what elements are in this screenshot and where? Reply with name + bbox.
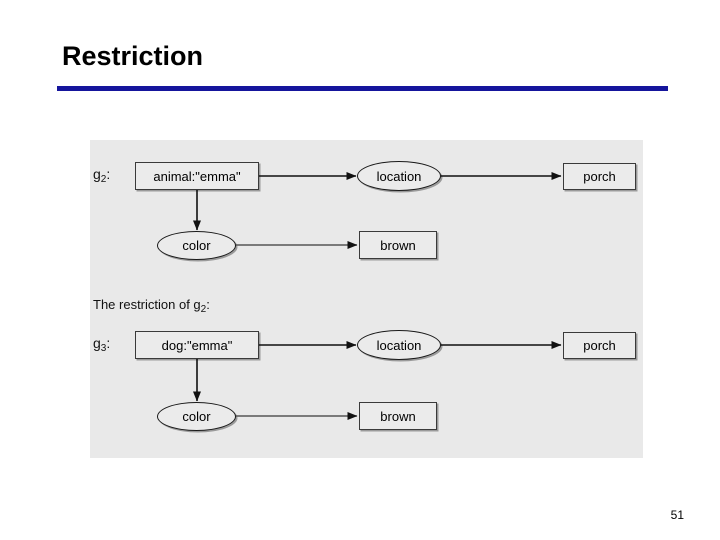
caption-subscript: 2 [200,304,207,315]
node-g3-subject[interactable]: dog:"emma" [135,331,259,359]
node-g2-brown[interactable]: brown [359,231,437,259]
graph-label-g2: g2: [93,166,110,185]
graph-label-g3: g3: [93,335,110,354]
node-g3-color[interactable]: color [157,402,236,431]
node-g3-location[interactable]: location [357,330,441,360]
caption-prefix: The restriction of g [93,297,201,312]
node-label: animal:"emma" [153,168,241,184]
graph-label-letter: g [93,335,101,351]
title-underline-rule [57,86,668,91]
node-g3-brown[interactable]: brown [359,402,437,430]
restriction-caption: The restriction of g2: [93,297,210,315]
node-label: porch [583,169,616,184]
node-g2-subject[interactable]: animal:"emma" [135,162,259,190]
node-label: location [376,337,422,353]
graph-label-suffix: : [106,335,111,351]
node-g3-porch[interactable]: porch [563,332,636,359]
node-g2-color[interactable]: color [157,231,236,260]
node-label: location [376,168,422,184]
node-g2-porch[interactable]: porch [563,163,636,190]
caption-suffix: : [206,297,210,312]
page-number: 51 [670,508,684,522]
graph-label-subscript: 3 [100,343,107,354]
page-title: Restriction [62,41,204,71]
graph-label-letter: g [93,166,101,182]
node-label: brown [380,237,416,253]
graph-label-suffix: : [106,166,111,182]
node-g2-location[interactable]: location [357,161,441,191]
node-label: porch [583,338,616,353]
node-label: dog:"emma" [161,337,233,353]
node-label: color [182,409,211,424]
node-label: brown [380,408,416,424]
graph-label-subscript: 2 [100,174,107,185]
node-label: color [182,238,211,253]
